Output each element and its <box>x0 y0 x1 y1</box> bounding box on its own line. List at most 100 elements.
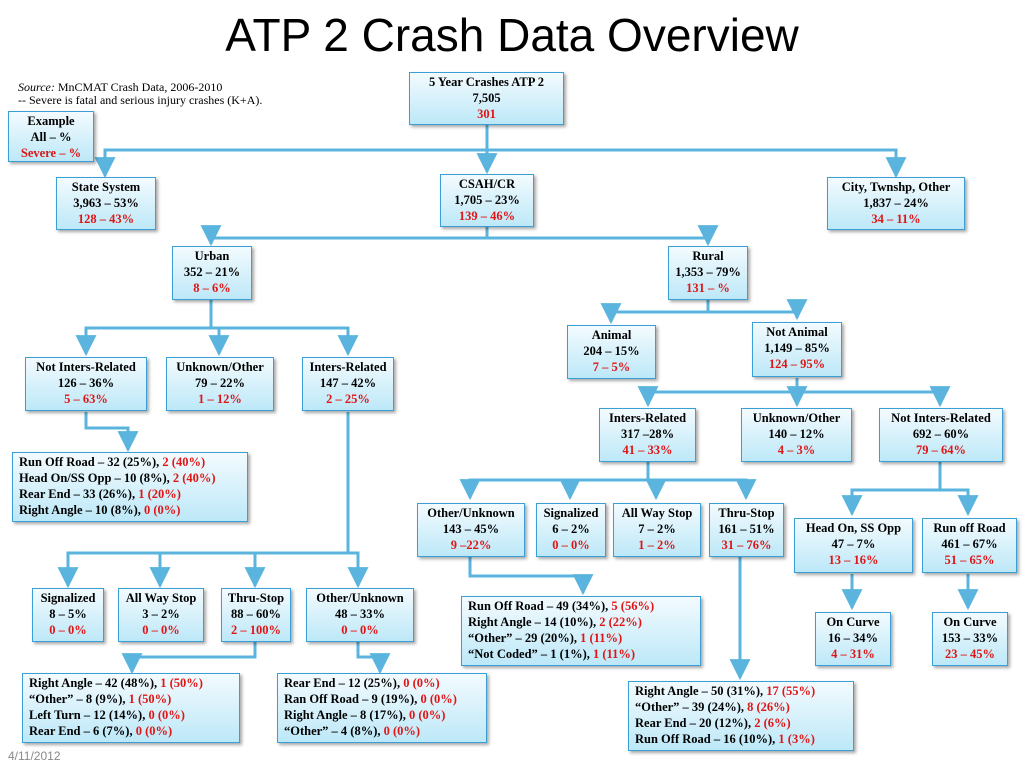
rotherunk-label: Other/Unknown <box>427 506 515 520</box>
rural-thrustop-detail: Right Angle – 50 (31%), 17 (55%) “Other”… <box>628 681 854 751</box>
urban-severe: 8 – 6% <box>193 281 231 295</box>
detail-row: Right Angle – 10 (8%), 0 (0%) <box>19 503 181 517</box>
rural-inters-node: Inters-Related 317 –28% 41 – 33% <box>599 408 696 462</box>
uinters-severe: 2 – 25% <box>326 392 370 406</box>
connector-unotinters-detail <box>84 412 139 453</box>
connector-rnotinters-runoff <box>940 488 979 517</box>
root-total: 7,505 <box>472 91 501 105</box>
animal-label: Animal <box>591 328 632 342</box>
rural-thrustop-node: Thru-Stop 161 – 51% 31 – 76% <box>709 503 784 557</box>
city-severe: 34 – 11% <box>871 212 921 226</box>
connector-rural-notanimal <box>706 299 808 321</box>
urban-otherunk-detail: Rear End – 12 (25%), 0 (0%) Ran Off Road… <box>277 673 487 743</box>
rural-otherunk-detail: Run Off Road – 49 (34%), 5 (56%) Right A… <box>461 596 701 666</box>
animal-severe: 7 – 5% <box>592 360 631 374</box>
root-label: 5 Year Crashes ATP 2 <box>428 75 545 89</box>
slide-date: 4/11/2012 <box>8 749 61 763</box>
runoff-curve-label: On Curve <box>943 615 997 629</box>
rural-unknown-node: Unknown/Other 140 – 12% 4 – 3% <box>741 408 852 462</box>
headon-label: Head On, SS Opp <box>805 521 902 535</box>
detail-row: “Other” – 8 (9%), 1 (50%) <box>29 692 172 706</box>
rural-total: 1,353 – 79% <box>675 265 741 279</box>
uthrustop-total: 88 – 60% <box>231 607 281 621</box>
headon-curve-label: On Curve <box>826 615 880 629</box>
detail-row: Head On/SS Opp – 10 (8%), 2 (40%) <box>19 471 216 485</box>
detail-row: Right Angle – 42 (48%), 1 (50%) <box>29 676 203 690</box>
urban-inters-node: Inters-Related 147 – 42% 2 – 25% <box>302 357 394 411</box>
headon-curve-total: 16 – 34% <box>828 631 878 645</box>
runknown-label: Unknown/Other <box>752 411 841 425</box>
rallway-label: All Way Stop <box>621 506 693 520</box>
connector-notanimal-inters <box>637 378 799 408</box>
connector-rural-animal <box>600 300 710 325</box>
detail-row: Ran Off Road – 9 (19%), 0 (0%) <box>284 692 457 706</box>
urban-total: 352 – 21% <box>183 265 241 279</box>
connector-rnotinters-headon <box>841 462 942 517</box>
uallway-label: All Way Stop <box>125 591 197 605</box>
urban-otherunk-node: Other/Unknown 48 – 33% 0 – 0% <box>306 588 414 642</box>
uotherunk-total: 48 – 33% <box>335 607 385 621</box>
detail-row: “Not Coded” – 1 (1%), 1 (11%) <box>468 647 636 661</box>
connector-uinters-otherunk <box>347 551 369 589</box>
rthrustop-label: Thru-Stop <box>718 506 775 520</box>
runknown-total: 140 – 12% <box>768 427 825 441</box>
usignalized-total: 8 – 5% <box>49 607 87 621</box>
connector-notanimal-notinters <box>795 378 951 408</box>
connector-rinters-otherunk <box>459 462 650 501</box>
example-line-3: Severe – % <box>20 146 82 160</box>
example-line-1: Example <box>27 114 75 128</box>
rallway-total: 7 – 2% <box>638 522 676 536</box>
connector-rinters-allway <box>645 478 667 501</box>
source-note: Source: MnCMAT Crash Data, 2006-2010 -- … <box>18 81 262 107</box>
rallway-severe: 1 – 2% <box>638 538 676 552</box>
csah-label: CSAH/CR <box>458 177 516 191</box>
rinters-label: Inters-Related <box>608 411 687 425</box>
connector-rinters-thrustop <box>648 478 757 501</box>
connector-root-state <box>94 125 489 179</box>
runoff-node: Run off Road 461 – 67% 51 – 65% <box>922 518 1017 573</box>
detail-row: Right Angle – 8 (17%), 0 (0%) <box>284 708 446 722</box>
connector-rotherunk-detail <box>468 556 594 596</box>
rthrustop-severe: 31 – 76% <box>721 538 772 552</box>
runoff-curve-node: On Curve 153 – 33% 23 – 45% <box>932 612 1008 666</box>
rnotinters-label: Not Inters-Related <box>891 411 991 425</box>
example-legend-box: Example All – % Severe – % <box>8 111 94 162</box>
urban-not-inters-detail: Run Off Road – 32 (25%), 2 (40%) Head On… <box>12 452 248 522</box>
rotherunk-total: 143 – 45% <box>442 522 500 536</box>
urban-label: Urban <box>194 249 230 263</box>
headon-node: Head On, SS Opp 47 – 7% 13 – 16% <box>794 518 913 573</box>
uunknown-total: 79 – 22% <box>195 376 245 390</box>
rural-not-inters-node: Not Inters-Related 692 – 60% 79 – 64% <box>879 408 1003 462</box>
rthrustop-total: 161 – 51% <box>718 522 775 536</box>
detail-row: Run Off Road – 16 (10%), 1 (3%) <box>635 732 815 746</box>
detail-row: Right Angle – 14 (10%), 2 (22%) <box>468 615 642 629</box>
runoff-label: Run off Road <box>933 521 1006 535</box>
detail-row: “Other” – 29 (20%), 1 (11%) <box>468 631 623 645</box>
root-severe: 301 <box>477 107 496 121</box>
detail-row: Rear End – 6 (7%), 0 (0%) <box>29 724 173 738</box>
state-total: 3,963 – 53% <box>73 196 139 210</box>
uunknown-severe: 1 – 12% <box>198 392 242 406</box>
source-text: MnCMAT Crash Data, 2006-2010 <box>57 80 223 94</box>
rural-label: Rural <box>692 249 724 263</box>
detail-row: “Other” – 39 (24%), 8 (26%) <box>635 700 790 714</box>
rsignalized-label: Signalized <box>543 506 599 520</box>
uotherunk-label: Other/Unknown <box>316 591 404 605</box>
state-severe: 128 – 43% <box>77 212 135 226</box>
severity-note: -- Severe is fatal and serious injury cr… <box>18 93 263 107</box>
urban-thrustop-detail: Right Angle – 42 (48%), 1 (50%) “Other” … <box>22 673 240 743</box>
rnotinters-severe: 79 – 64% <box>916 443 966 457</box>
city-twnshp-node: City, Twnshp, Other 1,837 – 24% 34 – 11% <box>827 177 965 230</box>
detail-row: Left Turn – 12 (14%), 0 (0%) <box>29 708 185 722</box>
unotinters-severe: 5 – 63% <box>64 392 108 406</box>
rsignalized-severe: 0 – 0% <box>552 538 590 552</box>
uunknown-label: Unknown/Other <box>176 360 264 374</box>
detail-row: Rear End – 12 (25%), 0 (0%) <box>284 676 440 690</box>
headon-curve-node: On Curve 16 – 34% 4 – 31% <box>815 612 891 666</box>
animal-total: 204 – 15% <box>583 344 640 358</box>
rotherunk-severe: 9 –22% <box>450 538 492 552</box>
detail-row: Right Angle – 50 (31%), 17 (55%) <box>635 684 816 698</box>
uallway-total: 3 – 2% <box>142 607 180 621</box>
connector-rinters-signalized <box>559 478 648 501</box>
